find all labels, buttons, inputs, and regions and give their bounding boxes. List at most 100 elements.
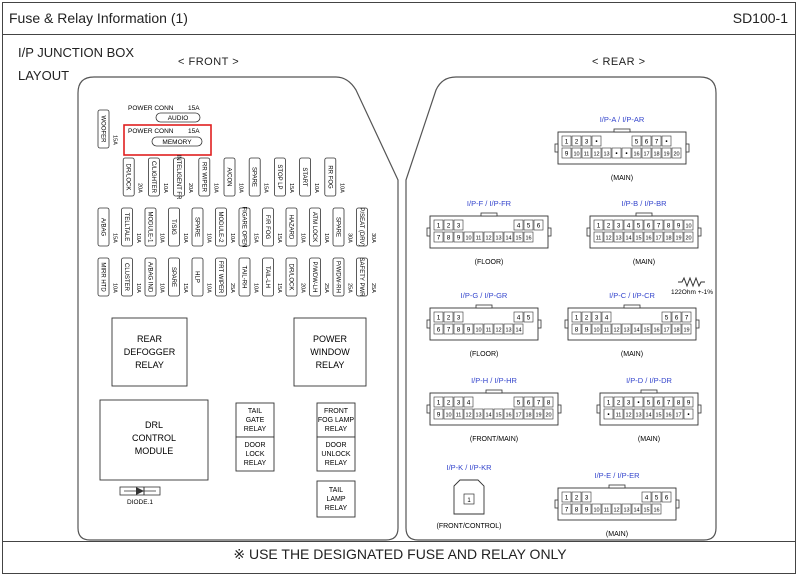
connector-pin: 4 [467, 400, 471, 407]
fuse-rating: 10A [182, 233, 188, 243]
connector-pin: 7 [537, 400, 541, 407]
svg-text:GATE: GATE [246, 417, 265, 424]
connector-pin: 1 [467, 498, 471, 504]
connector-location: (FRONT/CONTROL) [437, 523, 502, 530]
power-conn-memory: POWER CONN 15A MEMORY [128, 128, 203, 147]
fuse-rating: 15A [182, 283, 188, 293]
fuse-rating: 10A [135, 233, 141, 243]
connector-pin: 7 [667, 400, 671, 407]
power-conn-memory-name: MEMORY [162, 139, 192, 146]
svg-text:LOCK: LOCK [245, 451, 264, 458]
connector-location: (FRONT/MAIN) [470, 436, 518, 443]
connector-pin: 13 [623, 508, 629, 514]
connector-pin: 7 [685, 315, 689, 322]
connector-pin: 9 [565, 151, 569, 158]
fuse-name: FRT WIPER [217, 261, 223, 294]
connector-pin: 12 [613, 328, 619, 334]
fuse-rating: 10A [135, 283, 141, 293]
connector-code: I/P-K / I/P-KR [446, 463, 492, 472]
door-lock-relay: DOOR LOCK RELAY [235, 436, 275, 472]
connector-pin: 4 [605, 315, 609, 322]
power-conn-audio: POWER CONN 15A AUDIO [128, 105, 201, 123]
connector-pin: 14 [505, 236, 511, 242]
connector-pin: 20 [545, 413, 551, 419]
fuse-name: TAIL-LH [264, 266, 270, 288]
svg-text:DEFOGGER: DEFOGGER [124, 347, 176, 357]
rear-section-label: < REAR > [592, 56, 646, 68]
connector-pin: 9 [585, 507, 589, 514]
rear-defogger-relay: REAR DEFOGGER RELAY [111, 317, 188, 387]
page-title: Fuse & Relay Information (1) [9, 10, 188, 26]
connector-pin: • [625, 151, 628, 158]
fuse-name: F/R FOG [264, 215, 270, 240]
fuse-name: TELLTALE [123, 213, 129, 241]
svg-text:DIODE.1: DIODE.1 [127, 499, 153, 506]
connector-location: (MAIN) [633, 259, 655, 266]
connector-code: I/P-E / I/P-ER [594, 471, 640, 480]
connector-pin: 5 [637, 223, 641, 230]
connector-pin: 9 [467, 327, 471, 334]
fuse-name: ATM LOCK [311, 212, 317, 242]
connector-pin: 10 [465, 236, 471, 242]
connector-pin: • [607, 412, 610, 419]
connector-pin: 8 [457, 327, 461, 334]
connector-pin: • [615, 151, 618, 158]
connector-pin: 2 [617, 400, 621, 407]
fuse-rating: 25A [323, 283, 329, 293]
connector-pin: 5 [665, 315, 669, 322]
fuse-rating: 10A [112, 283, 118, 293]
connector-pin: 8 [575, 507, 579, 514]
connector-pin: 1 [575, 315, 579, 322]
fuse-name: SPARE [335, 217, 341, 237]
connector-pin: 18 [653, 152, 659, 158]
connector-pin: 19 [535, 413, 541, 419]
connector-pin: 7 [655, 139, 659, 146]
connector-pin: 1 [597, 223, 601, 230]
svg-text:RELAY: RELAY [316, 360, 345, 370]
connector-pin: 5 [527, 223, 531, 230]
fuse-name: SPARE [251, 167, 257, 187]
connector-pin: 3 [457, 315, 461, 322]
connector-location: (MAIN) [621, 351, 643, 358]
connector-pin: 13 [505, 328, 511, 334]
connector-code: I/P-A / I/P-AR [600, 115, 645, 124]
connector-pin: 15 [635, 236, 641, 242]
power-conn-audio-name: AUDIO [168, 115, 189, 122]
connector-pin: 11 [584, 152, 590, 158]
svg-text:MODULE: MODULE [135, 446, 174, 456]
fuse-name: MODULE-1 [147, 211, 153, 243]
connector-pin: 6 [527, 400, 531, 407]
fuse: TELLTALE 10A [121, 207, 141, 247]
svg-text:WINDOW: WINDOW [310, 347, 350, 357]
svg-text:RELAY: RELAY [135, 360, 164, 370]
front-section-label: < FRONT > [178, 56, 240, 68]
connector-pin: 5 [655, 495, 659, 502]
connector-pin: 7 [657, 223, 661, 230]
connector-pin: 10 [593, 508, 599, 514]
fuse-name: MIRR HTD [100, 262, 106, 292]
svg-text:LAMP: LAMP [326, 496, 345, 503]
connector-code: I/P-B / I/P-BR [621, 199, 667, 208]
connector-pin: 6 [645, 139, 649, 146]
fuse-rating: 15A [112, 135, 118, 145]
connector-pin: 18 [665, 236, 671, 242]
fuse-rating: 10A [229, 233, 235, 243]
connector-pin: 9 [585, 327, 589, 334]
connector-pin: 17 [655, 236, 661, 242]
connector-pin: 1 [437, 315, 441, 322]
